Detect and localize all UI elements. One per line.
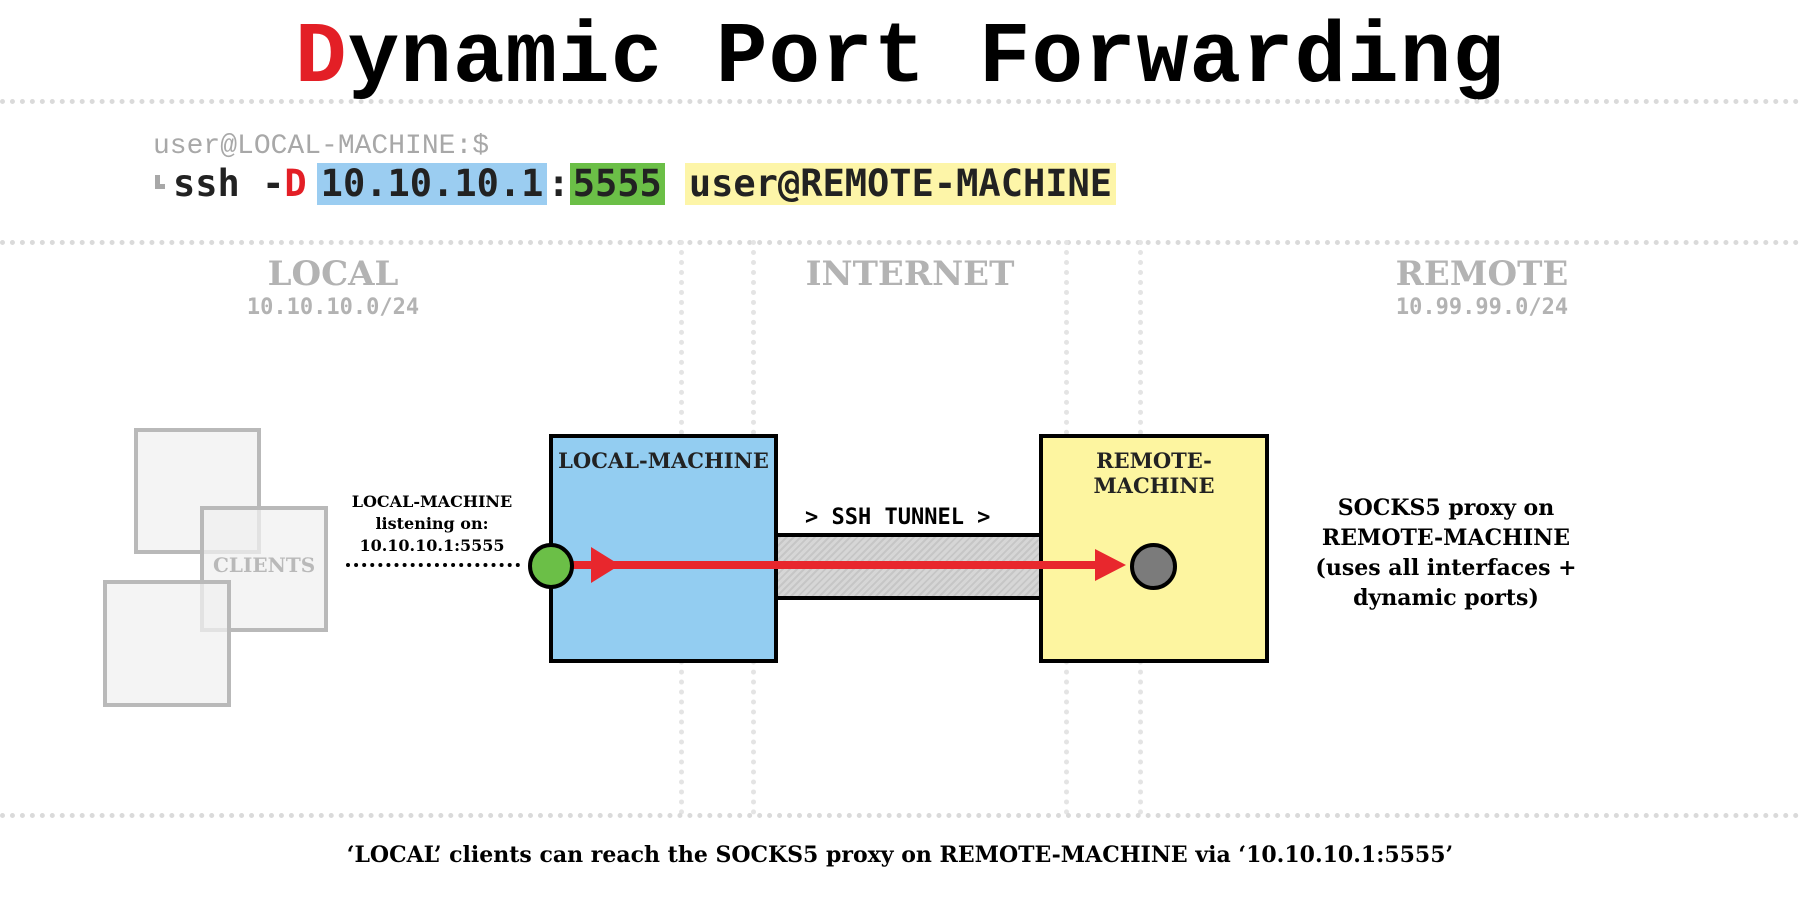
cmd-flag-d: D <box>284 162 307 205</box>
cmd-bind-port: 5555 <box>569 163 665 205</box>
zone-remote-network: 10.99.99.0/24 <box>1395 295 1569 320</box>
listening-line-2: listening on: <box>375 514 489 533</box>
footer-caption: ‘LOCAL’ clients can reach the SOCKS5 pro… <box>346 842 1454 868</box>
top-separator <box>0 99 1800 104</box>
listening-label: LOCAL-MACHINE listening on: 10.10.10.1:5… <box>332 491 532 557</box>
zone-remote-title: REMOTE <box>1395 254 1569 294</box>
clients-label: CLIENTS <box>213 553 316 577</box>
listening-line-3: 10.10.10.1:5555 <box>359 536 505 555</box>
zone-local-network: 10.10.10.0/24 <box>246 295 420 320</box>
page-title: Dynamic Port Forwarding <box>0 6 1800 110</box>
cmd-bind-ip: 10.10.10.1 <box>316 163 548 205</box>
ssh-tunnel-label: > SSH TUNNEL > <box>805 505 991 530</box>
listening-dotted-line <box>346 563 520 567</box>
socks-line-4: dynamic ports) <box>1353 585 1539 611</box>
socks-line-3: (uses all interfaces + <box>1315 555 1577 581</box>
socks-proxy-label: SOCKS5 proxy on REMOTE-MACHINE (uses all… <box>1266 493 1626 613</box>
remote-machine-label: REMOTE-MACHINE <box>1093 448 1215 498</box>
shell-prompt: user@LOCAL-MACHINE:$ <box>153 131 490 162</box>
cmd-ssh: ssh - <box>173 162 285 205</box>
local-listen-node <box>528 543 574 589</box>
flow-arrow-line <box>552 561 1112 569</box>
socks-line-2: REMOTE-MACHINE <box>1321 525 1571 551</box>
cmd-target: user@REMOTE-MACHINE <box>684 163 1117 205</box>
local-machine-box: LOCAL-MACHINE <box>549 434 778 663</box>
arrow-head-left-icon <box>591 547 620 583</box>
title-rest: ynamic Port Forwarding <box>347 9 1505 107</box>
zone-local-title: LOCAL <box>267 254 399 294</box>
zone-internet-title: INTERNET <box>805 254 1015 294</box>
arrow-head-right-icon <box>1095 549 1126 581</box>
client-box-3 <box>103 580 231 707</box>
bottom-separator <box>0 813 1800 818</box>
listening-line-1: LOCAL-MACHINE <box>351 492 513 511</box>
prompt-elbow-icon <box>155 175 165 189</box>
title-first-letter: D <box>295 9 348 107</box>
client-box-1 <box>134 428 261 554</box>
cmd-colon: : <box>547 162 570 205</box>
remote-proxy-node <box>1130 543 1177 590</box>
local-machine-label: LOCAL-MACHINE <box>558 448 769 473</box>
socks-line-1: SOCKS5 proxy on <box>1337 495 1555 521</box>
zone-top-separator <box>0 240 1800 245</box>
